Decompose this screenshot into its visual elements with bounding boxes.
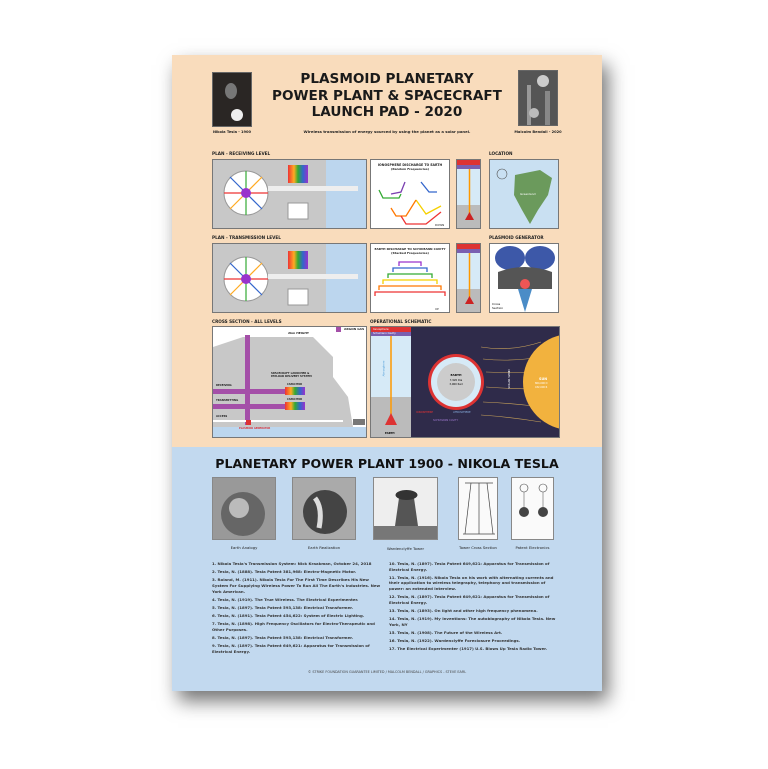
history-title: PLANETARY POWER PLANT 1900 - NIKOLA TESL… [215, 456, 559, 471]
page-title: PLASMOID PLANETARY POWER PLANT & SPACECR… [267, 71, 507, 121]
operational-schematic: Ionosphere Schumann Cavity Atmosphere EA… [370, 326, 560, 438]
title-line: POWER PLANT & SPACECRAFT [272, 87, 502, 104]
receiving-label: RECEIVING [216, 384, 232, 387]
patent-electronics-image [511, 477, 554, 540]
bendall-caption: Malcolm Bendall - 2020 [514, 130, 562, 134]
section-label: OPERATIONAL SCHEMATIC [370, 319, 432, 324]
access-label: ACCESS [216, 415, 228, 418]
reference: 16. Tesla, N. (1922). Wardenclyffe Forec… [389, 638, 521, 644]
image-caption: Earth Realization [307, 545, 341, 550]
cross-section-label: Cross Section [492, 302, 504, 310]
schumann-label: Schumann Cavity [373, 332, 396, 335]
tesla-caption: Nikola Tesla - 1900 [212, 130, 252, 134]
section-label: PLASMOID GENERATOR [489, 235, 544, 240]
reference: 15. Tesla, N. (1908). The Future of the … [389, 629, 503, 635]
reference: 4. Tesla, N. (1919). The True Wireless. … [212, 596, 359, 602]
diagram-title: EARTH DISCHARGE TO SCHUMANN CAVITY [374, 247, 446, 251]
reference: 8. Tesla, N. (1897). Tesla Patent 593,13… [212, 635, 353, 641]
image-caption: Tower Cross Section [459, 545, 497, 550]
image-caption: Wardenclyffe Tower [386, 546, 425, 551]
generator-label: PLASMOID GENERATOR [239, 427, 271, 430]
plasmoid-generator-diagram: Cross Section [489, 243, 559, 313]
earth-realization-image [292, 477, 356, 540]
ionosphere-discharge-diagram: IONOSPHERE DISCHARGE TO EARTH (Random Fr… [370, 159, 450, 229]
reference: 5. Tesla, N. (1897). Tesla Patent 593,13… [212, 604, 353, 610]
greenland-label: Greenland [520, 192, 536, 196]
reference: 17. The Electrical Experimenter (1917) U… [389, 646, 548, 652]
solar-wind-label: SOLAR WIND [506, 369, 511, 389]
height-label: 2km HEIGHT [288, 331, 309, 335]
section-label: CROSS SECTION - ALL LEVELS [212, 319, 282, 324]
section-label: PLAN - TRANSMISSION LEVEL [212, 235, 281, 240]
title-line: PLASMOID PLANETARY [300, 71, 474, 87]
tower-cross-section-image [458, 477, 498, 540]
bendall-photo [518, 70, 558, 126]
earth-diameter: 7,920 Dia [449, 379, 463, 382]
vertical-shaft-diagram [456, 243, 481, 313]
section-label: PLAN - RECEIVING LEVEL [212, 151, 271, 156]
receiving-plan-diagram [212, 159, 367, 229]
earth-analogy-image [212, 477, 276, 540]
tesla-photo [212, 72, 252, 127]
references-column-1: 1. Nikola Tesla's Transmission System: N… [212, 561, 384, 657]
section-label: LOCATION [489, 151, 513, 156]
reference: 2. Tesla, N. (1888). Tesla Patent 381,96… [212, 569, 357, 575]
earth-label: EARTH [450, 373, 462, 377]
earth-radius: 3,960 Rad [449, 383, 463, 386]
up-label: UP [435, 307, 439, 311]
ionosphere-label: Ionosphere [373, 327, 389, 331]
earth-small-label: EARTH [385, 432, 395, 435]
sun-diameter: 864,000 D [535, 382, 548, 385]
down-label: DOWN [435, 223, 445, 227]
earth-discharge-diagram: EARTH DISCHARGE TO SCHUMANN CAVITY (Stac… [370, 243, 450, 313]
cross-section-diagram: 2km HEIGHT ARGON GAS SPACECRAFT LAUNCHER… [212, 326, 367, 438]
title-line: LAUNCH PAD - 2020 [311, 104, 463, 120]
reference: 11. Tesla, N. (1916). Nikola Tesla on hi… [389, 574, 554, 591]
argon-label: ARGON GAS [344, 327, 365, 331]
subtitle: Wireless transmission of energy sourced … [303, 129, 471, 134]
transmitting-label: TRANSMITTING [216, 399, 239, 402]
reference: 12. Tesla, N. (1897). Tesla Patent 649,6… [389, 594, 550, 605]
poster: Nikola Tesla - 1900 Malcolm Bendall - 20… [172, 55, 602, 691]
reference: 6. Tesla, N. (1891). Tesla Patent 454,62… [212, 613, 365, 619]
diagram-title: IONOSPHERE DISCHARGE TO EARTH [377, 163, 443, 167]
launcher-label: SPACECRAFT LAUNCHER & PAYLOAD DELIVERY S… [271, 372, 312, 378]
ionosphere-ring-label: IONOSPHERE [416, 411, 434, 414]
reference: 9. Tesla, N. (1897). Tesla Patent 649,62… [212, 643, 370, 654]
diagram-subtitle: (Stacked Frequencies) [391, 251, 429, 255]
reference: 3. Roland, M. (1911). Nikola Tesla For T… [212, 577, 381, 594]
atmosphere-ring-label: ATMOSPHERE [453, 411, 471, 414]
sun-radius: 432,000 R [535, 386, 548, 389]
sun-label: SUN [539, 377, 548, 381]
atmosphere-label: Atmosphere [382, 360, 386, 377]
reference: 13. Tesla, N. (1893). On light and other… [389, 607, 538, 613]
capacitor-label: CAPACITOR [287, 398, 303, 401]
location-map: Greenland [489, 159, 559, 229]
reference: 7. Tesla, N. (1898). High Frequency Osci… [212, 621, 375, 632]
reference: 14. Tesla, N. (1919). My Inventions: The… [389, 616, 556, 627]
capacitor-label: CAPACITOR [287, 383, 303, 386]
footer-credits: © STRIKE FOUNDATION GUARANTEE LIMITED / … [307, 670, 467, 674]
reference: 10. Tesla, N. (1897). Tesla Patent 649,6… [389, 561, 550, 572]
reference: 1. Nikola Tesla's Transmission System: N… [212, 561, 372, 566]
schumann-cavity-label: SCHUMANN CAVITY [433, 419, 459, 422]
wardenclyffe-tower-image [373, 477, 438, 540]
diagram-subtitle: (Random Frequencies) [390, 167, 430, 171]
vertical-shaft-diagram [456, 159, 481, 229]
image-caption: Patent Electronics [515, 545, 550, 550]
transmission-plan-diagram [212, 243, 367, 313]
image-caption: Earth Analogy [230, 545, 258, 550]
references-column-2: 10. Tesla, N. (1897). Tesla Patent 649,6… [389, 561, 561, 654]
